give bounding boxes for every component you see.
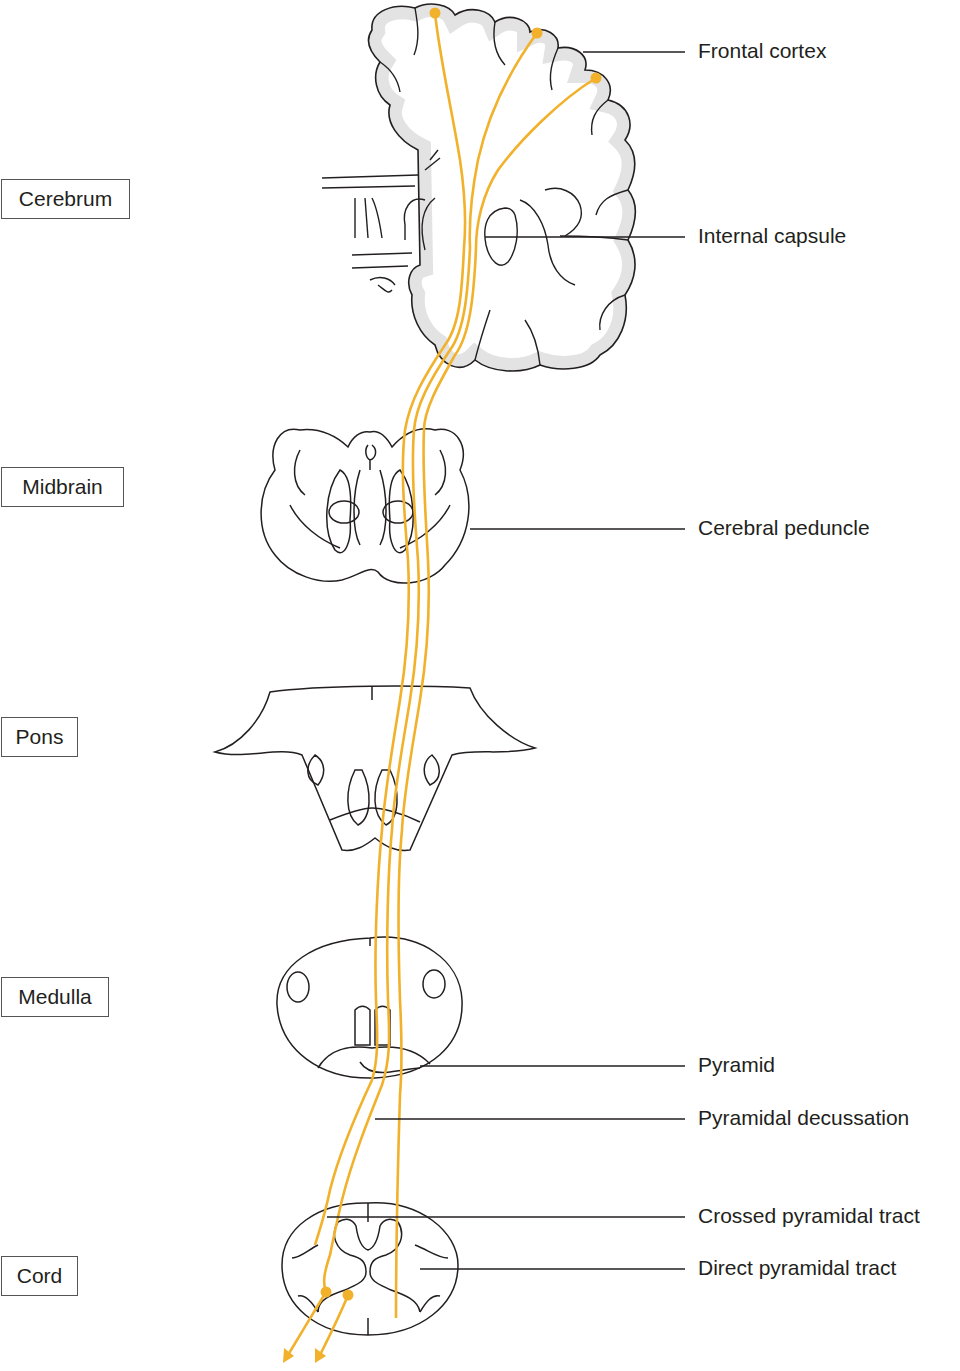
level-box: Cord — [1, 1256, 78, 1296]
level-box: Midbrain — [1, 467, 124, 507]
level-name: Cord — [17, 1264, 63, 1288]
structure-label: Cerebral peduncle — [698, 516, 870, 540]
structure-label: Frontal cortex — [698, 39, 826, 63]
level-box: Cerebrum — [1, 179, 130, 219]
neuron-bodies — [283, 8, 602, 1364]
structure-label: Pyramid — [698, 1053, 775, 1077]
level-name: Cerebrum — [19, 187, 112, 211]
pons-section — [215, 686, 535, 850]
pyramidal-fibres — [288, 13, 596, 1355]
level-name: Midbrain — [22, 475, 103, 499]
level-box: Medulla — [1, 977, 109, 1017]
midbrain-section — [261, 429, 469, 583]
structure-label: Crossed pyramidal tract — [698, 1204, 920, 1228]
medulla-section — [277, 937, 462, 1078]
structure-label: Pyramidal decussation — [698, 1106, 909, 1130]
cerebrum-section — [322, 4, 635, 371]
level-box: Pons — [1, 717, 78, 757]
structure-label: Direct pyramidal tract — [698, 1256, 896, 1280]
structure-label: Internal capsule — [698, 224, 846, 248]
level-name: Pons — [16, 725, 64, 749]
level-name: Medulla — [18, 985, 92, 1009]
leader-lines — [327, 52, 685, 1269]
